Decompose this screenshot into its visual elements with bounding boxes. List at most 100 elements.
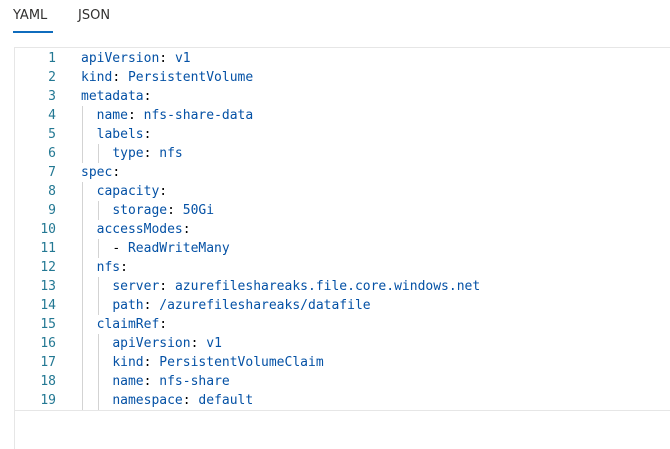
code-text: claimRef: — [81, 315, 167, 334]
yaml-separator: : — [143, 127, 152, 142]
yaml-separator: : — [120, 260, 128, 275]
code-text: kind: PersistentVolumeClaim — [81, 353, 324, 372]
code-line: 13 server: azurefileshareaks.file.core.w… — [15, 277, 670, 296]
code-text: name: nfs-share — [81, 372, 230, 391]
code-line: 18 name: nfs-share — [15, 372, 670, 391]
indent-guide — [97, 144, 99, 163]
yaml-separator: : — [143, 298, 160, 313]
code-line: 4 name: nfs-share-data — [15, 106, 670, 125]
tab-yaml[interactable]: YAML — [13, 8, 48, 23]
indent — [81, 355, 112, 370]
yaml-key: spec — [81, 165, 113, 180]
code-line: 9 storage: 50Gi — [15, 201, 670, 220]
code-text: spec: — [81, 163, 120, 182]
code-line: 15 claimRef: — [15, 315, 670, 334]
yaml-key: accessModes — [96, 222, 183, 237]
indent — [81, 279, 112, 294]
tab-json[interactable]: JSON — [78, 8, 111, 23]
yaml-value: azurefileshareaks.file.core.windows.net — [174, 279, 481, 294]
indent-guide — [97, 334, 99, 410]
code-text: path: /azurefileshareaks/datafile — [81, 296, 371, 315]
yaml-value: nfs — [159, 146, 183, 161]
yaml-separator: : — [143, 355, 160, 370]
yaml-value: ReadWriteMany — [127, 241, 230, 256]
line-number: 16 — [40, 336, 56, 351]
yaml-key: server — [112, 279, 160, 294]
line-number: 11 — [40, 241, 56, 256]
yaml-key: kind — [81, 70, 113, 85]
line-number: 10 — [40, 222, 56, 237]
yaml-separator: : — [127, 108, 144, 123]
yaml-value: 50Gi — [182, 203, 215, 218]
code-text: - ReadWriteMany — [81, 239, 230, 258]
code-line: 19 namespace: default — [15, 391, 670, 410]
yaml-key: type — [112, 146, 144, 161]
indent — [81, 146, 112, 161]
code-text: apiVersion: v1 — [81, 49, 191, 68]
indent — [81, 241, 112, 256]
line-number: 13 — [40, 279, 56, 294]
indent-guide — [82, 182, 83, 410]
active-tab-indicator — [13, 31, 53, 33]
yaml-separator: : — [143, 89, 152, 104]
line-number: 4 — [48, 108, 56, 123]
line-number: 12 — [40, 260, 56, 275]
line-number: 6 — [48, 146, 56, 161]
indent — [81, 374, 112, 389]
yaml-key: name — [112, 374, 144, 389]
yaml-key: kind — [112, 355, 144, 370]
yaml-separator: : — [143, 374, 160, 389]
code-line: 8 capacity: — [15, 182, 670, 201]
yaml-value: nfs-share-data — [143, 108, 254, 123]
indent-guide — [97, 277, 99, 315]
yaml-key: name — [96, 108, 128, 123]
code-line: 5 labels: — [15, 125, 670, 144]
yaml-key: storage — [112, 203, 168, 218]
code-line: 16 apiVersion: v1 — [15, 334, 670, 353]
indent — [81, 127, 97, 142]
yaml-separator: : — [190, 336, 207, 351]
indent — [81, 108, 97, 123]
code-text: accessModes: — [81, 220, 191, 239]
yaml-separator: - — [112, 241, 128, 256]
yaml-separator: : — [182, 222, 191, 237]
indent — [81, 317, 97, 332]
yaml-value: PersistentVolumeClaim — [159, 355, 324, 370]
line-number: 19 — [40, 393, 56, 408]
yaml-key: nfs — [96, 260, 121, 275]
line-number: 8 — [48, 184, 56, 199]
indent-guide — [97, 239, 99, 258]
code-text: nfs: — [81, 258, 128, 277]
yaml-separator: : — [159, 317, 168, 332]
code-line: 6 type: nfs — [15, 144, 670, 163]
indent-guide — [97, 201, 99, 220]
code-line: 17 kind: PersistentVolumeClaim — [15, 353, 670, 372]
indent — [81, 184, 97, 199]
yaml-value: nfs-share — [159, 374, 230, 389]
line-number: 2 — [48, 70, 56, 85]
code-text: storage: 50Gi — [81, 201, 214, 220]
indent — [81, 336, 112, 351]
indent-guide — [82, 106, 83, 163]
code-text: namespace: default — [81, 391, 253, 410]
code-line: 12 nfs: — [15, 258, 670, 277]
indent — [81, 203, 112, 218]
yaml-key: apiVersion — [112, 336, 191, 351]
yaml-separator: : — [159, 51, 175, 66]
code-line: 10 accessModes: — [15, 220, 670, 239]
yaml-separator: : — [159, 279, 175, 294]
indent — [81, 222, 97, 237]
yaml-key: capacity — [96, 184, 160, 199]
code-text: type: nfs — [81, 144, 183, 163]
yaml-value: /azurefileshareaks/datafile — [159, 298, 371, 313]
code-line: 11 - ReadWriteMany — [15, 239, 670, 258]
code-text: name: nfs-share-data — [81, 106, 254, 125]
line-number: 18 — [40, 374, 56, 389]
code-line: 14 path: /azurefileshareaks/datafile — [15, 296, 670, 315]
